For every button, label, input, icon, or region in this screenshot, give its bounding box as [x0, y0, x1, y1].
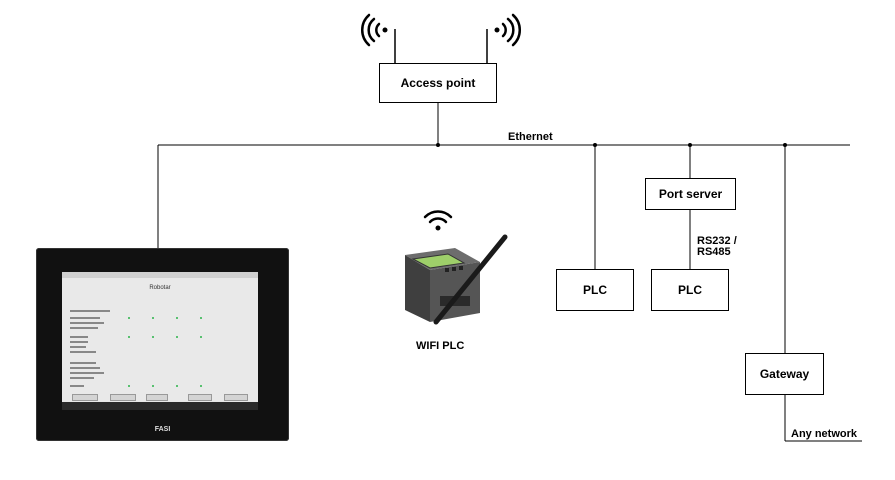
junction-plc — [593, 143, 597, 147]
plc-right-label: PLC — [678, 283, 702, 297]
port-server-label: Port server — [658, 187, 723, 201]
wifi-plc-label: WIFI PLC — [416, 340, 465, 352]
wifi-plc-device — [405, 234, 508, 325]
rs485-label: RS485 — [697, 246, 731, 258]
access-point-label: Access point — [400, 76, 476, 90]
access-point-box: Access point — [379, 63, 497, 103]
junction-port-server — [688, 143, 692, 147]
junction-gateway — [783, 143, 787, 147]
tablet-brand: FASI — [154, 426, 171, 433]
ethernet-label: Ethernet — [508, 131, 553, 143]
wifi-signal-icon — [360, 13, 388, 47]
wifi-icon — [423, 210, 453, 231]
rs232-label: RS232 / — [697, 235, 737, 247]
plc-right-box: PLC — [651, 269, 729, 311]
junction-ap — [436, 143, 440, 147]
hmi-tablet: Robotar FASI — [36, 248, 289, 441]
plc-left-label: PLC — [583, 283, 607, 297]
hmi-screen-title: Robotar — [149, 285, 171, 291]
gateway-box: Gateway — [745, 353, 824, 395]
plc-left-box: PLC — [556, 269, 634, 311]
hmi-screen: Robotar — [62, 272, 258, 410]
gateway-label: Gateway — [759, 367, 810, 381]
wifi-signal-icon — [494, 13, 522, 47]
any-network-label: Any network — [791, 428, 858, 440]
port-server-box: Port server — [645, 178, 736, 210]
